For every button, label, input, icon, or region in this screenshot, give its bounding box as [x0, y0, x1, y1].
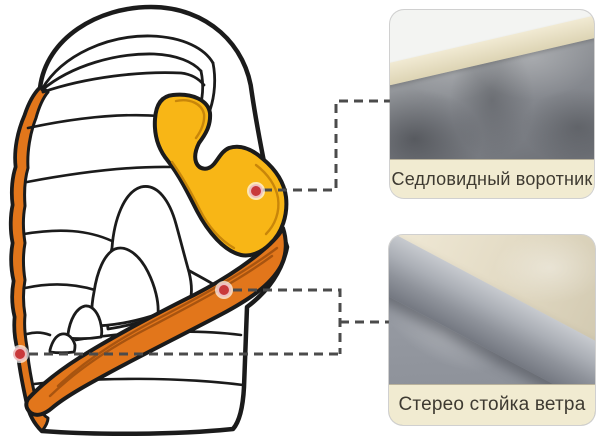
- hood-arcs: [40, 34, 217, 114]
- wind-baffle-band: [24, 226, 288, 417]
- connector-band-top: [233, 288, 342, 354]
- saddle-collar-shape: [152, 92, 289, 258]
- fold-lines: [48, 185, 231, 355]
- marker-dots: [11, 182, 265, 363]
- marker-dot-band: [215, 281, 233, 299]
- callout-panel-saddle-collar: Седловидный воротник: [390, 10, 594, 198]
- callout-panel-wind-baffle: Стерео стойка ветра: [389, 235, 595, 425]
- callout-label-saddle-collar: Седловидный воротник: [390, 159, 594, 198]
- connector-collar: [263, 99, 390, 192]
- collar-photo: [390, 10, 594, 160]
- baffle-photo: [389, 235, 595, 425]
- callout-connectors: [29, 99, 390, 356]
- callout-label-wind-baffle: Стерео стойка ветра: [389, 384, 595, 425]
- marker-dot-side: [11, 345, 29, 363]
- marker-dot-collar: [247, 182, 265, 200]
